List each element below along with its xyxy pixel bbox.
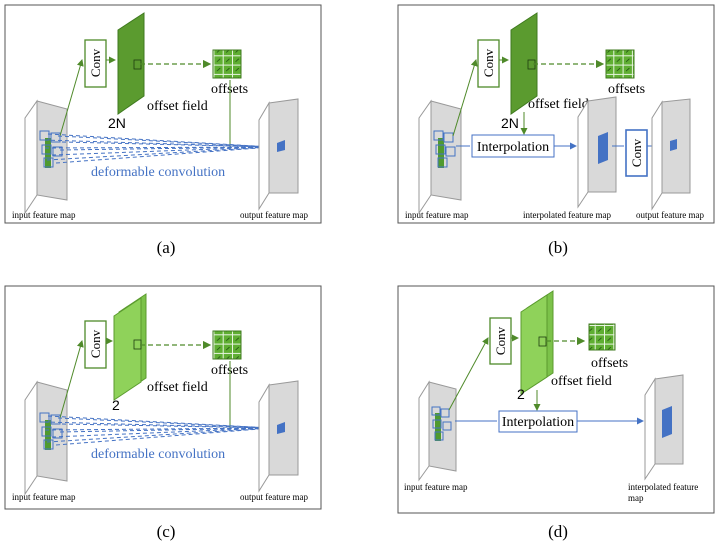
arrow-to-conv [452,59,478,137]
interpolated-feature-map-label-line2: map [628,493,644,503]
panel-c: input feature map Conv offset field 2 of… [4,285,322,510]
interpolated-feature-map [577,96,617,209]
offsets-grid [212,330,242,360]
caption-b: (b) [548,238,568,257]
deformable-lines [43,133,273,164]
conv2-box [625,129,648,177]
panel-frame [4,4,322,224]
channels-label: 2 [517,386,525,402]
arrow-to-conv [59,340,84,419]
offset-field [117,12,145,115]
offsets-grid [212,49,242,79]
conv-box [477,39,500,88]
conv-label: Conv [493,326,508,355]
interpolation-label: Interpolation [502,415,574,430]
channels-label: 2N [501,115,519,131]
offsets-grid [605,49,635,79]
output-feature-map [258,98,299,211]
caption-a: (a) [157,238,176,257]
interpolated-feature-map-label: interpolated feature map [523,210,611,220]
panel-frame [397,4,715,224]
deformable-convolution-label: deformable convolution [91,447,225,462]
interpolated-feature-map-label: interpolated feature [628,482,698,492]
offsets-grid [588,323,616,351]
conv-label: Conv [481,48,496,77]
conv-box [84,320,107,369]
conv-box [489,317,512,365]
offset-field [113,293,147,401]
panel-frame [4,285,322,510]
interpolated-feature-map [644,374,684,481]
input-feature-map-label: input feature map [405,210,469,220]
offset-field-label: offset field [147,380,208,395]
offset-field-label: offset field [551,374,612,389]
output-feature-map [651,98,691,211]
input-feature-map-label: input feature map [12,210,76,220]
deformable-lines [43,415,273,446]
panel-frame [397,285,715,514]
deformable-convolution-label: deformable convolution [91,165,225,180]
offset-field [520,290,554,395]
offset-field-label: offset field [147,99,208,114]
output-feature-map-label: output feature map [636,210,704,220]
input-feature-map [24,99,68,215]
interpolation-label: Interpolation [477,140,549,155]
panel-a: input feature map Conv offset field 2N o… [4,4,322,224]
panel-b: input feature map Conv offset field 2N o… [397,4,715,224]
output-feature-map [258,380,299,493]
offset-field-label: offset field [528,97,589,112]
input-feature-map [418,380,457,482]
input-feature-map-label: input feature map [404,482,468,492]
input-feature-map-label: input feature map [12,492,76,502]
panel-d: input feature map Conv offset field 2 of… [397,285,715,514]
offsets-label: offsets [608,82,645,97]
conv-label: Conv [88,329,103,358]
arrow-to-conv [59,59,84,137]
caption-d: (d) [548,522,568,541]
output-feature-map-label: output feature map [240,492,308,502]
offsets-label: offsets [591,356,628,371]
conv-box [84,39,107,88]
channels-label: 2N [108,115,126,131]
caption-c: (c) [157,522,176,541]
conv2-label: Conv [629,138,644,167]
arrow-to-conv [448,337,489,411]
input-feature-map [24,380,68,496]
channels-label: 2 [112,397,120,413]
output-feature-map-label: output feature map [240,210,308,220]
input-feature-map [418,99,462,215]
conv-label: Conv [88,48,103,77]
